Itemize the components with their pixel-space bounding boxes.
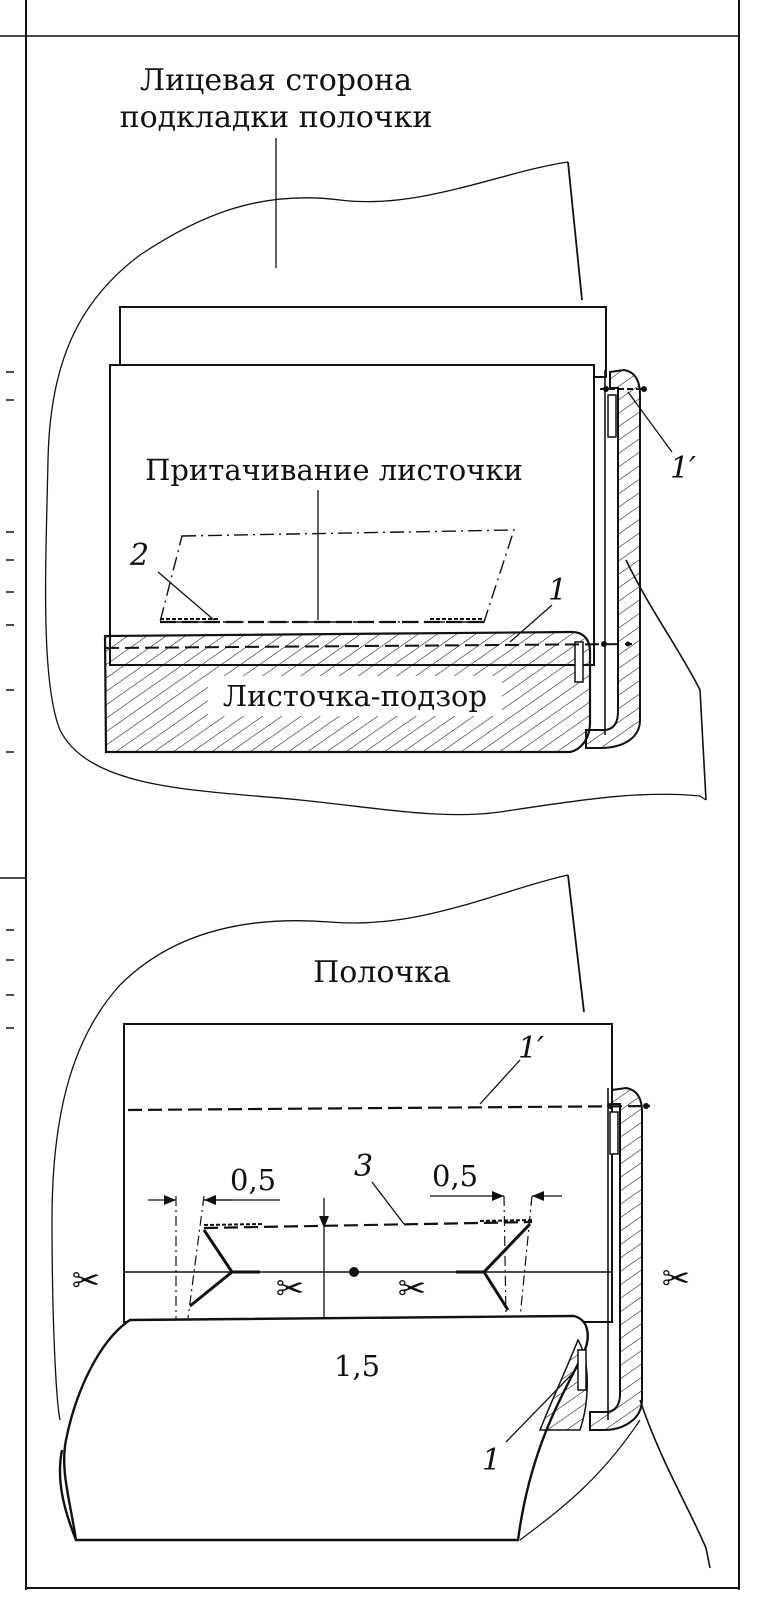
lining-outline [44, 161, 707, 816]
left-margin-fragments [6, 371, 14, 1029]
shelf-title: Полочка [313, 955, 451, 990]
marker-2: 2 [129, 538, 149, 573]
scissors-icon-center-left: ✂ [276, 1269, 305, 1309]
right-fold-hatched [585, 368, 641, 749]
scissors-icon-center-right: ✂ [398, 1269, 427, 1309]
marker-1-bottom: 1 [482, 1443, 501, 1478]
dim-right: 0,5 [432, 1159, 478, 1193]
page-frame [0, 0, 740, 1590]
front-fabric [62, 1314, 589, 1542]
stitch-1prime [127, 1104, 651, 1112]
operation-label: Притачивание листочки [145, 453, 523, 487]
front-panel [109, 364, 595, 666]
marker-1-prime: 1′ [670, 451, 696, 486]
marker-1-prime-bottom: 1′ [518, 1031, 544, 1066]
top-diagram: Лицевая сторона подкладки полочки Притач… [44, 63, 707, 816]
corner-cuts [189, 1222, 532, 1311]
title-line-2: подкладки полочки [120, 100, 433, 135]
scissors-icon-left: ✂ [72, 1261, 101, 1301]
dim-bottom: 1,5 [334, 1349, 380, 1383]
marker-1: 1 [548, 573, 567, 608]
marker-3: 3 [354, 1149, 373, 1184]
flap-label: Листочка-подзор [223, 679, 487, 713]
shelf-right-fold [589, 1086, 643, 1431]
dim-left: 0,5 [230, 1163, 276, 1197]
stitch-3 [203, 1220, 533, 1230]
stitch-line-1 [104, 643, 633, 649]
title-line-1: Лицевая сторона [140, 63, 412, 98]
shelf-outline [51, 874, 569, 1421]
scissors-icon-right: ✂ [662, 1259, 691, 1299]
bottom-diagram: ✂ ✂ ✂ ✂ Полочка 1′ 3 0,5 0,5 1,5 1 [51, 874, 711, 1569]
